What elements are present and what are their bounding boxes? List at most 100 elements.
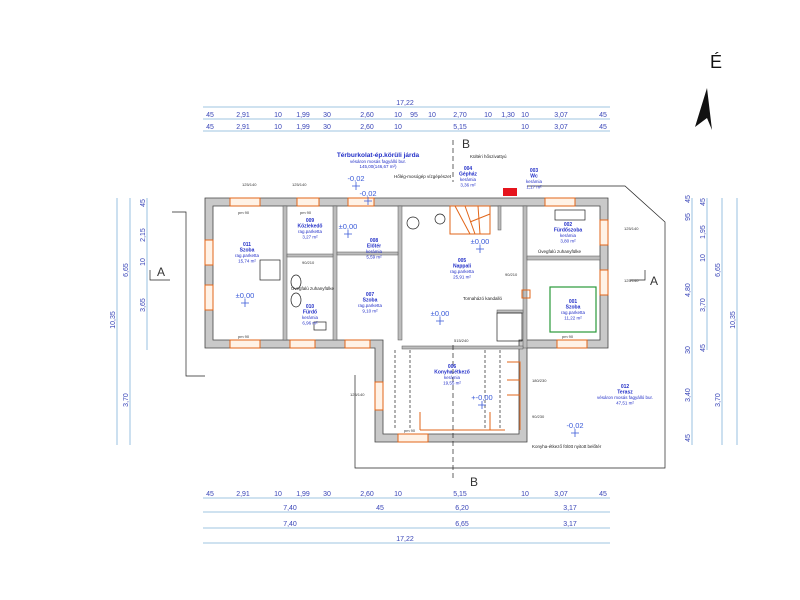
dimension-value: 10 [274,491,282,498]
room-floor: rag.parketta [298,229,323,234]
dimension-value: 45 [599,491,607,498]
dimension-value: 2,70 [453,112,467,119]
paving-title: Térburkolat-ép.körüli járda [337,152,420,159]
notes: Kültéri hőszivattyú Hőlég-mosógép vízgép… [291,154,602,449]
room-no: 003 [530,168,539,174]
dimension-value: 95 [410,112,418,119]
opening-label: 90/230 [532,414,545,419]
room-name: Gépház [459,172,478,178]
dimension-value: 10 [394,112,402,119]
room-floor: vésáron mosás fagyálló bur. [597,395,653,400]
dimension-value: 1,99 [296,112,310,119]
level-value: ±0,00 [471,237,490,246]
dimension-value: 3,07 [554,112,568,119]
dimension-value: 45 [685,195,692,203]
outer-walls [204,197,609,443]
note-heat-pump: Kültéri hőszivattyú [470,154,507,159]
level-marker-icon [352,182,360,190]
north-label: É [710,52,722,72]
level-marker-icon [571,429,579,437]
dimension-value: 30 [323,124,331,131]
dimension-value: 10 [394,124,402,131]
room-no: 009 [306,218,315,224]
dimension-value: 10,35 [110,311,117,329]
interior-walls [282,205,601,350]
room-name: Wc [530,174,538,180]
room-area: 5,59 m² [366,255,382,260]
level-marker-icon [344,230,352,238]
dimension-value: 45 [206,112,214,119]
room-floor: rag.parketta [450,269,475,274]
opening-label: pm 90 [238,334,250,339]
dimension-value: 3,07 [554,124,568,131]
opening-label: pm 90 [300,210,312,215]
room-no: 004 [464,166,473,172]
room-floor: rag.parketta [235,253,260,258]
room-area: 25,91 m² [453,275,471,280]
room-floor: kerámia [460,177,477,182]
room-area: 3,80 m² [560,239,576,244]
opening-label: pm 90 [238,210,250,215]
dimension-value: 3,70 [700,298,707,312]
note-machine: Hőlég-mosógép vízgépészet [394,174,452,179]
dimension-value: 45 [140,199,147,207]
room-name: Szoba [240,248,255,254]
section-marks: B B A A [149,137,658,489]
dimension-value: 2,91 [236,124,250,131]
dimension-value: 30 [323,112,331,119]
dimension-value: 10 [521,491,529,498]
room-name: Fürdő [303,310,317,316]
dimension-value: 3,70 [123,393,130,407]
level-value: -0,02 [359,189,376,198]
opening-label: 515/240 [454,338,469,343]
dimension-value: 45 [700,344,707,352]
room-no: 012 [621,384,630,390]
room-floor: kerámia [560,233,577,238]
section-b-bottom: B [470,475,478,489]
dimension-value: 1,30 [501,112,515,119]
dimension-value: 3,17 [563,521,577,528]
heat-pump-unit [503,188,517,196]
opening-label: 180/230 [532,378,547,383]
dimension-value: 5,15 [453,491,467,498]
dimension-value: 10 [140,258,147,266]
opening-label: 125/140 [624,226,639,231]
dimension-value: 30 [685,346,692,354]
dimension-value: 6,65 [123,263,130,277]
level-value: -0,02 [566,421,583,430]
opening-labels: pm 90 pm 90 pm 90 pm 90 pm 90 125/140 12… [238,182,639,433]
room-name: Szoba [363,298,378,304]
dimension-value: 2,60 [360,491,374,498]
room-name: Nappali [453,264,472,270]
level-marker-icon [364,197,372,205]
dimension-value: 30 [323,491,331,498]
section-b-top: B [462,137,470,151]
dimension-value: 7,40 [283,505,297,512]
room-name: Előtér [367,244,381,250]
opening-label: 125/140 [242,182,257,187]
note-shower-2: Üvegfalú zuhanyfülke [538,248,582,254]
dimension-value: 1,95 [700,225,707,239]
dimension-value: 45 [376,505,384,512]
level-marker-icon [241,299,249,307]
dimension-value: 2,60 [360,124,374,131]
note-fireplace: Tornaházó kandalló [463,296,503,301]
dimension-value: 6,20 [455,505,469,512]
dimension-value: 45 [599,124,607,131]
dimension-value: 95 [685,213,692,221]
room-no: 007 [366,292,375,298]
bed [549,286,597,333]
level-value: -0,02 [347,174,364,183]
paving-label: Térburkolat-ép.körüli járda vésáron mosá… [337,152,420,169]
room-area: 3,36 m² [460,183,476,188]
level-marker-icon [476,245,484,253]
room-name: Fürdőszoba [554,228,583,234]
dimension-value: 17,22 [396,536,414,543]
room-area: 15,74 m² [238,259,256,264]
dimension-value: 1,99 [296,491,310,498]
windows [204,188,609,443]
walkway-outline [172,211,205,377]
paving-area: 145,00(146,67 m²) [359,164,397,169]
dimension-value: 45 [685,434,692,442]
dimension-value: 2,91 [236,112,250,119]
